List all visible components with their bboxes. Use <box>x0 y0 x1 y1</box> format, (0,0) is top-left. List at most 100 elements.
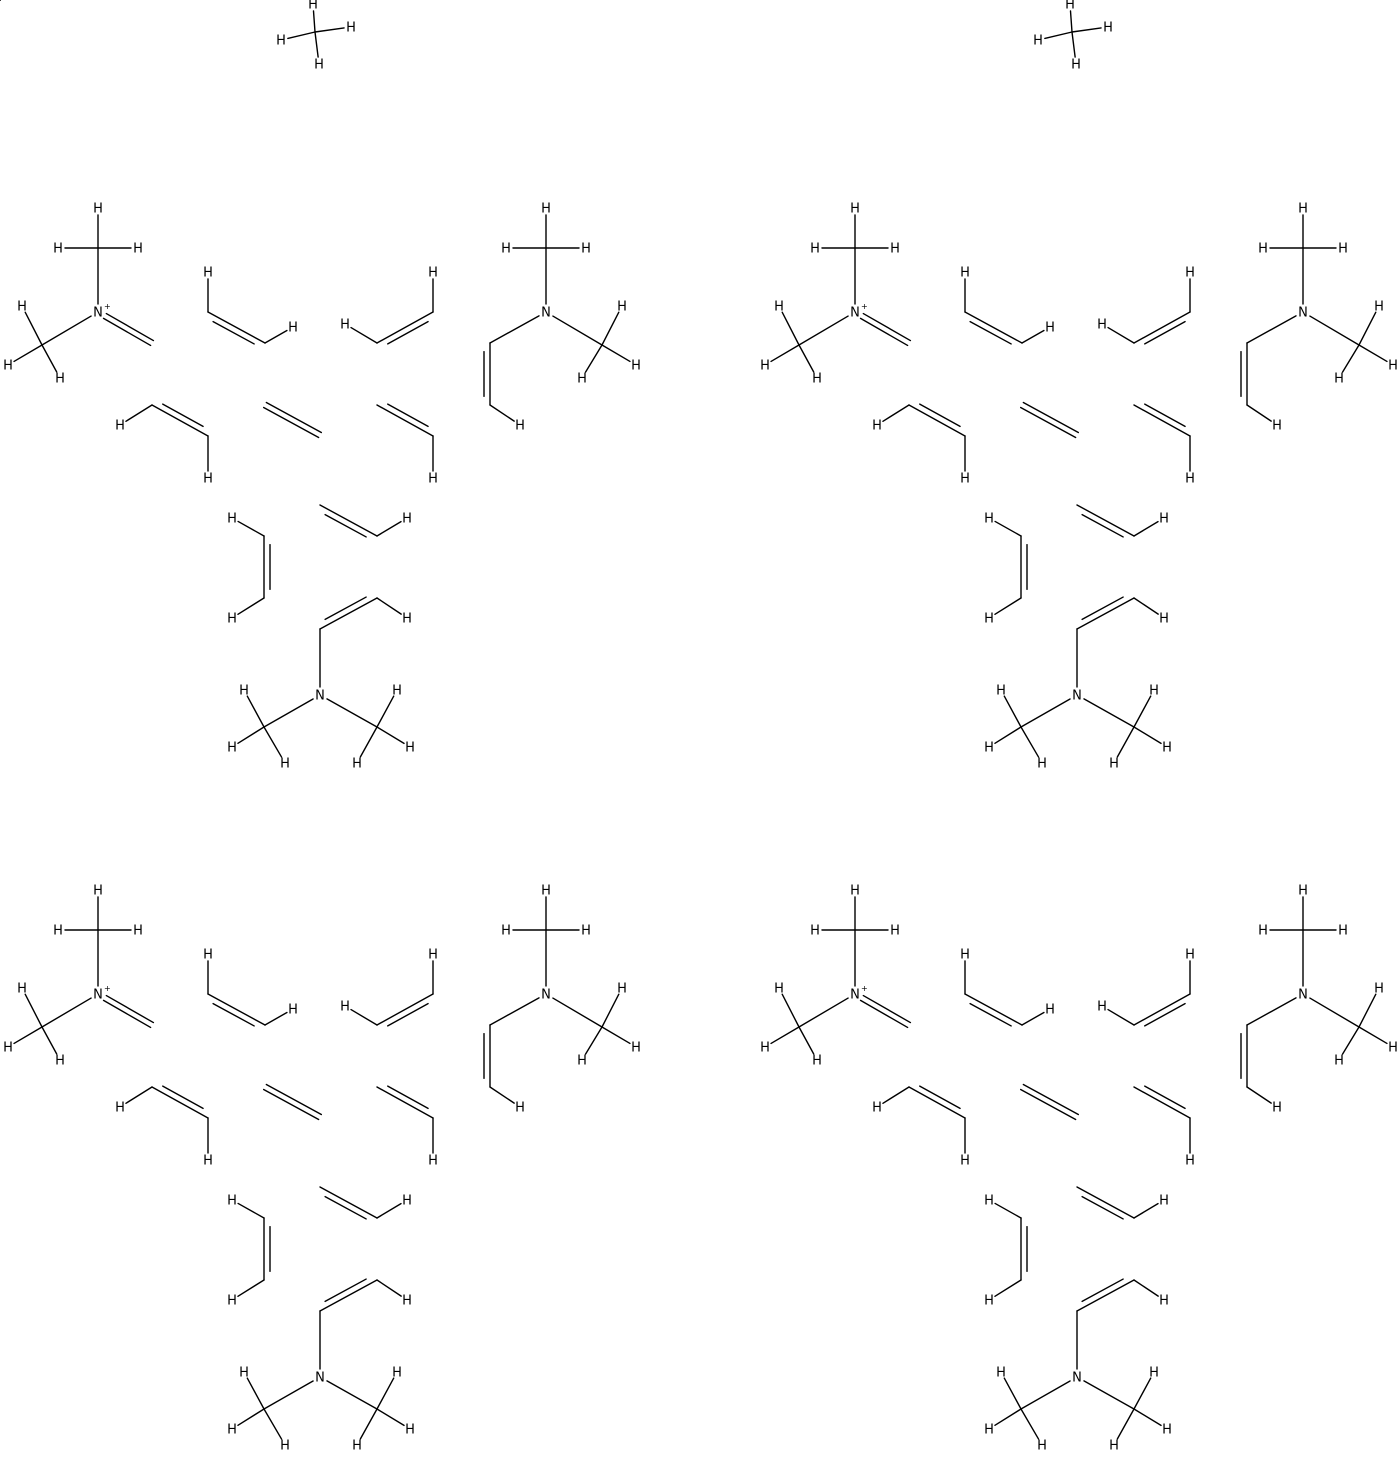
hydrogen-atom: H <box>428 472 438 487</box>
hydrogen-atom: H <box>288 1003 298 1018</box>
bond-line <box>1083 698 1135 728</box>
bond-line <box>350 1008 378 1026</box>
hydrogen-atom: H <box>1258 924 1268 939</box>
bond-line <box>1022 401 1080 434</box>
bond-line <box>376 1408 405 1427</box>
bond-line <box>882 1086 910 1104</box>
hydrogen-atom: H <box>1159 1194 1169 1209</box>
hydrogen-atom: H <box>428 1154 438 1169</box>
bond-line <box>1133 404 1191 437</box>
bond-line <box>1144 320 1186 345</box>
bond-line <box>319 1186 378 1219</box>
bond-line <box>287 31 316 40</box>
hydrogen-atom: H <box>1272 1101 1282 1116</box>
hydrogen-atom: H <box>308 0 318 13</box>
hydrogen-atom: H <box>774 300 784 315</box>
bond-line <box>1081 1195 1124 1220</box>
bond-line <box>1003 695 1022 728</box>
bond-line <box>264 329 288 344</box>
nitrogen-atom: N <box>541 306 551 321</box>
bond-line <box>964 311 1023 344</box>
bond-line <box>994 1408 1022 1426</box>
hydrogen-atom: H <box>115 419 125 434</box>
bond-line <box>24 993 43 1028</box>
bond-line <box>324 1195 367 1220</box>
hydrogen-atom: H <box>1185 472 1195 487</box>
hydrogen-atom: H <box>133 242 143 257</box>
hydrogen-atom: H <box>1374 300 1384 315</box>
positive-charge: + <box>104 984 111 993</box>
hydrogen-atom: H <box>1298 884 1308 899</box>
bond-line <box>994 1202 1022 1219</box>
hydrogen-atom: H <box>17 982 27 997</box>
hydrogen-atom: H <box>340 318 350 333</box>
hydrogen-atom: H <box>984 1194 994 1209</box>
bond-line <box>1133 520 1159 537</box>
hydrogen-atom: H <box>541 202 551 217</box>
bond-line <box>798 1026 815 1055</box>
bond-line <box>1069 10 1073 33</box>
bond-line <box>1246 1086 1272 1104</box>
hydrogen-atom: H <box>314 58 324 73</box>
bond-line <box>994 597 1022 615</box>
bond-line <box>263 1408 283 1440</box>
hydrogen-atom: H <box>617 982 627 997</box>
hydrogen-atom: H <box>1159 512 1169 527</box>
bond-line <box>376 1202 402 1219</box>
bond-line <box>882 404 910 422</box>
bond-line <box>1358 1026 1388 1045</box>
hydrogen-atom: H <box>239 684 249 699</box>
hydrogen-atom: H <box>227 1294 237 1309</box>
bond-line <box>1019 406 1077 439</box>
bond-line <box>994 726 1022 744</box>
hydrogen-atom: H <box>352 757 362 772</box>
hydrogen-atom: H <box>203 472 213 487</box>
bond-line <box>1116 1408 1135 1440</box>
hydrogen-atom: H <box>1334 1054 1344 1069</box>
bond-line <box>1341 344 1360 373</box>
hydrogen-atom: H <box>617 300 627 315</box>
hydrogen-atom: H <box>405 1423 415 1438</box>
hydrogen-atom: H <box>1045 321 1055 336</box>
bond-line <box>1358 311 1377 346</box>
bond-line <box>246 1377 265 1410</box>
bond-line <box>1133 311 1191 344</box>
hydrogen-atom: H <box>631 359 641 374</box>
bond-line <box>314 31 319 58</box>
hydrogen-atom: H <box>3 1041 13 1056</box>
nitrogen-atom: N <box>315 1371 325 1386</box>
hydrogen-atom: H <box>405 741 415 756</box>
hydrogen-atom: H <box>581 242 591 257</box>
bond-line <box>1076 597 1135 630</box>
hydrogen-atom: H <box>1109 1439 1119 1454</box>
bond-line <box>326 1380 378 1410</box>
hydrogen-atom: H <box>541 884 551 899</box>
bond-line <box>376 1377 395 1410</box>
hydrogen-atom: H <box>1149 684 1159 699</box>
bond-line <box>552 997 603 1028</box>
hydrogen-atom: H <box>402 512 412 527</box>
bond-line <box>1144 1085 1186 1110</box>
bond-line <box>1246 997 1297 1026</box>
bond-line <box>359 1408 378 1440</box>
bond-line <box>859 317 909 347</box>
bond-line <box>1309 315 1360 346</box>
hydrogen-atom: H <box>392 1366 402 1381</box>
bond-line <box>359 726 378 758</box>
bond-line <box>125 404 153 422</box>
hydrogen-atom: H <box>1109 757 1119 772</box>
bond-line <box>994 1279 1022 1297</box>
bond-line <box>41 1026 58 1055</box>
hydrogen-atom: H <box>760 359 770 374</box>
bond-line <box>212 1002 255 1027</box>
bond-line <box>41 344 58 373</box>
bond-line <box>1022 1083 1080 1116</box>
hydrogen-atom: H <box>577 372 587 387</box>
hydrogen-atom: H <box>1037 757 1047 772</box>
bond-line <box>489 1086 515 1104</box>
